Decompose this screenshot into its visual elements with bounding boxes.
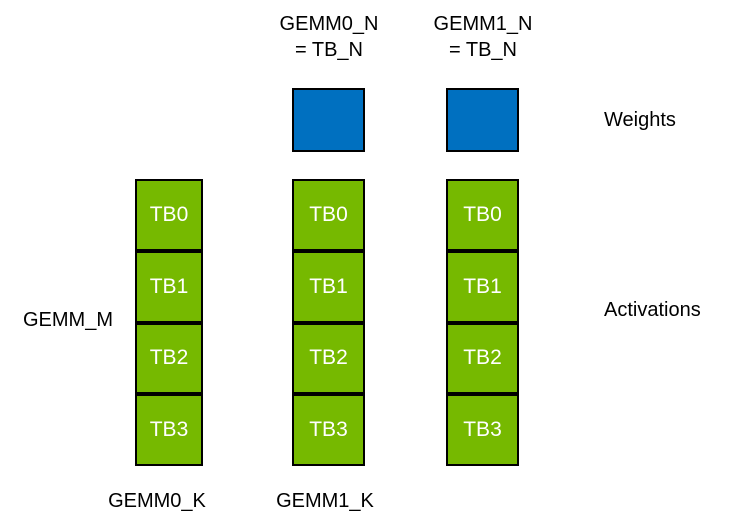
tb-cell: TB1 — [292, 250, 365, 323]
tb-cell-label: TB0 — [463, 202, 502, 226]
tb-cell-label: TB0 — [309, 202, 348, 226]
header-label-gemm0-n: GEMM0_N = TB_N — [244, 11, 414, 63]
gemm1-n-line1: GEMM1_N — [433, 13, 533, 35]
tb-cell-label: TB0 — [149, 202, 189, 226]
label-gemm0-k: GEMM0_K — [108, 490, 206, 512]
label-gemm1-k: GEMM1_K — [276, 490, 374, 512]
tb-cell: TB1 — [446, 250, 519, 323]
tb-cell: TB3 — [292, 394, 365, 466]
tb-cell-label: TB2 — [309, 346, 348, 370]
tb-cell-label: TB1 — [309, 274, 348, 298]
tb-cell: TB1 — [135, 250, 203, 323]
tb-cell-label: TB1 — [463, 274, 502, 298]
tb-cell-label: TB2 — [149, 346, 189, 370]
weights-block-gemm0 — [292, 88, 365, 152]
activations-col-0: TB0 TB1 TB2 TB3 — [135, 179, 203, 466]
tb-cell: TB0 — [135, 179, 203, 251]
tb-cell: TB3 — [135, 394, 203, 466]
tb-cell-label: TB2 — [463, 346, 502, 370]
weights-block-gemm1 — [446, 88, 519, 152]
tb-cell: TB0 — [292, 179, 365, 251]
gemm0-n-line2: = TB_N — [295, 39, 363, 61]
tb-cell-label: TB3 — [309, 418, 348, 442]
tb-cell-label: TB3 — [149, 418, 189, 442]
tb-cell-label: TB1 — [149, 274, 189, 298]
tb-cell: TB3 — [446, 394, 519, 466]
label-weights: Weights — [604, 109, 676, 131]
gemm0-n-line1: GEMM0_N — [279, 13, 379, 35]
tb-cell: TB2 — [135, 322, 203, 395]
activations-col-1: TB0 TB1 TB2 TB3 — [292, 179, 365, 466]
tb-cell: TB0 — [446, 179, 519, 251]
activations-col-2: TB0 TB1 TB2 TB3 — [446, 179, 519, 466]
tb-cell: TB2 — [292, 322, 365, 395]
label-activations: Activations — [604, 299, 701, 321]
tb-cell: TB2 — [446, 322, 519, 395]
label-gemm-m: GEMM_M — [23, 309, 113, 331]
tb-cell-label: TB3 — [463, 418, 502, 442]
gemm1-n-line2: = TB_N — [449, 39, 517, 61]
header-label-gemm1-n: GEMM1_N = TB_N — [398, 11, 568, 63]
